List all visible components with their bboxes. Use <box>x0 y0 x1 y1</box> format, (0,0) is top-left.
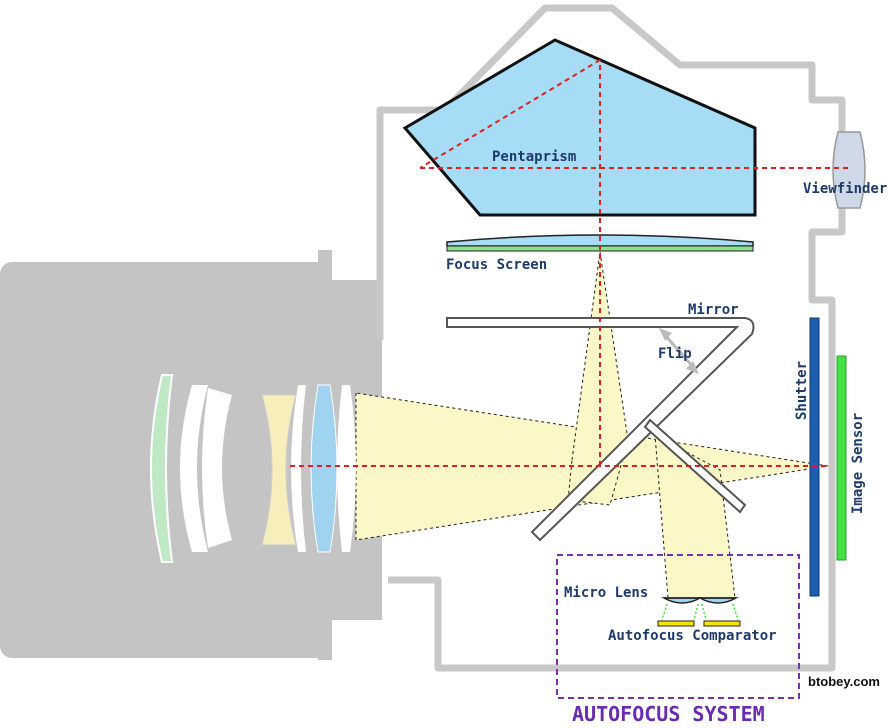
camera-body-outline <box>376 4 846 672</box>
image-sensor <box>836 355 847 561</box>
autofocus-comparator-label: Autofocus Comparator <box>608 628 777 644</box>
viewfinder-label: Viewfinder <box>803 181 887 197</box>
flip-label: Flip <box>658 346 692 362</box>
reflected-cone <box>567 251 629 506</box>
rear-lens-element <box>337 385 356 552</box>
lens-elements <box>150 374 356 563</box>
lens-element-6 <box>310 384 338 553</box>
flip-arrow-icon <box>659 328 699 374</box>
pentaprism-label: Pentaprism <box>492 149 576 165</box>
autofocus-system-title: AUTOFOCUS SYSTEM <box>572 702 765 726</box>
lens-element-2 <box>180 385 208 552</box>
autofocus-comparator <box>657 620 741 627</box>
front-lens-element <box>150 374 174 563</box>
lens-element-3 <box>202 388 232 548</box>
focus-screen-label: Focus Screen <box>446 257 547 273</box>
credit-text: btobey.com <box>808 674 880 689</box>
viewfinder-lens <box>832 131 866 209</box>
lens-element-4 <box>261 394 297 546</box>
image-sensor-label: Image Sensor <box>850 413 866 514</box>
autofocus-cone <box>654 434 736 599</box>
lens-element-5 <box>291 385 306 552</box>
mirror-label: Mirror <box>688 302 739 318</box>
autofocus-system-box <box>556 554 800 699</box>
micro-lens <box>661 597 739 621</box>
optical-axis-lines <box>290 59 850 467</box>
micro-lens-label: Micro Lens <box>564 585 648 601</box>
pentaprism <box>402 38 757 217</box>
shutter <box>809 317 820 597</box>
shutter-label: Shutter <box>794 361 810 420</box>
